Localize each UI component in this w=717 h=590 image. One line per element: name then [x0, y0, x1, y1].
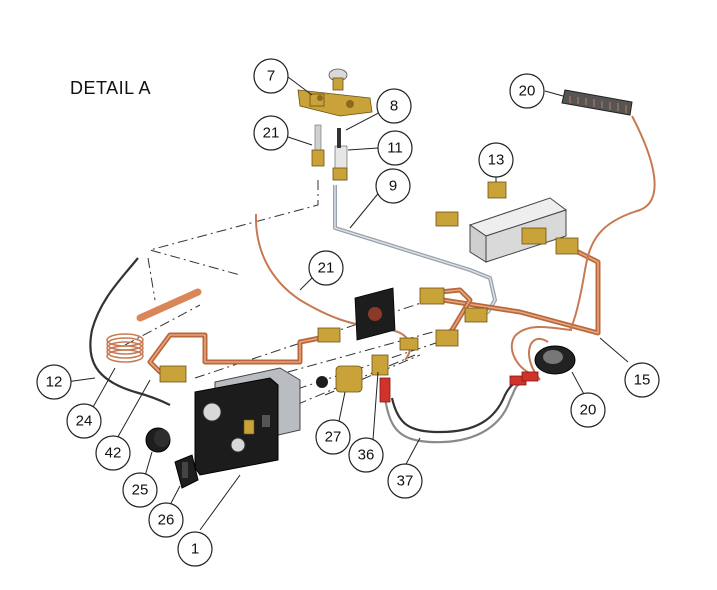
svg-text:27: 27 [325, 429, 342, 446]
svg-text:20: 20 [580, 402, 597, 419]
callout-20-thermopile: 20 [509, 73, 545, 109]
svg-text:37: 37 [397, 473, 414, 490]
wire-harness [383, 378, 523, 444]
adapter-fitting [371, 354, 389, 376]
svg-text:12: 12 [46, 374, 63, 391]
svg-text:9: 9 [389, 178, 397, 195]
callout-7: 7 [253, 58, 289, 94]
callout-36: 36 [348, 437, 384, 473]
svg-text:42: 42 [105, 445, 122, 462]
svg-text:24: 24 [76, 413, 93, 430]
detail-title: DETAIL A [70, 78, 152, 98]
knob-25 [145, 427, 171, 453]
callout-26: 26 [148, 502, 184, 538]
callout-21-pilot: 21 [253, 115, 289, 151]
svg-text:26: 26 [158, 512, 175, 529]
svg-text:20: 20 [519, 83, 536, 100]
callout-8: 8 [376, 88, 412, 124]
mounting-bracket [354, 287, 396, 341]
callout-42: 42 [95, 435, 131, 471]
gas-valve [194, 367, 301, 476]
pilot-assembly [297, 68, 373, 117]
callout-20-switch: 20 [570, 392, 606, 428]
thermocouple-tip [311, 124, 325, 167]
callout-1: 1 [177, 531, 213, 567]
thermopile-bar [561, 89, 633, 116]
callout-24: 24 [66, 403, 102, 439]
leader-lines [65, 76, 629, 531]
svg-text:15: 15 [634, 372, 651, 389]
svg-text:36: 36 [358, 447, 375, 464]
dark-wire [89, 257, 171, 406]
svg-text:25: 25 [132, 482, 149, 499]
svg-text:8: 8 [390, 98, 398, 115]
capillary-coil [106, 333, 144, 363]
svg-text:11: 11 [387, 140, 403, 157]
red-connectors [379, 371, 539, 403]
brass-fittings [159, 287, 488, 383]
callout-21-lead: 21 [308, 250, 344, 286]
callout-25: 25 [122, 472, 158, 508]
svg-text:21: 21 [318, 260, 335, 277]
callout-37: 37 [387, 463, 423, 499]
thermo-switch [534, 345, 576, 375]
inlet-fitting [316, 365, 363, 393]
svg-text:7: 7 [267, 68, 275, 85]
pilot-tube [333, 185, 497, 320]
callout-15: 15 [624, 362, 660, 398]
svg-text:13: 13 [488, 152, 505, 169]
burner-manifold [435, 181, 579, 263]
svg-text:1: 1 [191, 541, 199, 558]
igniter-electrode [332, 128, 348, 181]
svg-text:21: 21 [263, 125, 280, 142]
callout-27: 27 [315, 419, 351, 455]
knob-26 [174, 454, 199, 489]
callout-13: 13 [478, 142, 514, 178]
callout-12: 12 [36, 364, 72, 400]
callout-11: 11 [377, 130, 413, 166]
callout-9: 9 [375, 168, 411, 204]
